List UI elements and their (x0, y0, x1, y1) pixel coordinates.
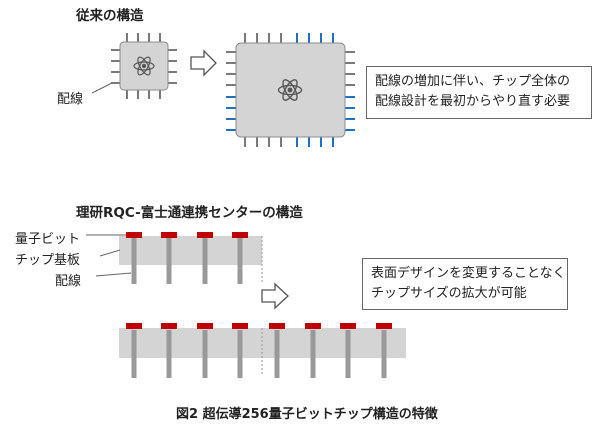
bottom-wire-label: 配線 (55, 274, 82, 289)
top-wire-label: 配線 (57, 92, 84, 107)
bottom-note-box: 表面デザインを変更することなく チップサイズの拡大が可能 (362, 258, 568, 310)
arrow-right-icon (190, 49, 217, 77)
bottom-label-leaders (86, 234, 132, 277)
large-chip-cross-section (119, 323, 406, 378)
top-note-box: 配線の増加に伴い、チップ全体の 配線設計を最初からやり直す必要 (366, 66, 592, 119)
substrate-label: チップ基板 (15, 253, 81, 268)
top-wire-leader (91, 82, 113, 94)
bottom-note-line-2: チップサイズの拡大が可能 (371, 286, 527, 301)
arrow-right-icon (261, 282, 289, 310)
bottom-note-line-1: 表面デザインを変更することなく (371, 266, 566, 281)
top-note-line-1: 配線の増加に伴い、チップ全体の (375, 74, 571, 89)
bottom-section-heading: 理研RQC-富士通連携センターの構造 (76, 205, 303, 221)
small-chip-cross-section (119, 232, 263, 284)
top-note-line-2: 配線設計を最初からやり直す必要 (375, 94, 571, 109)
top-section-heading: 従来の構造 (76, 8, 144, 24)
figure-caption: 図2 超伝導256量子ビットチップ構造の特徴 (176, 407, 438, 422)
qubit-label: 量子ビット (15, 232, 81, 247)
